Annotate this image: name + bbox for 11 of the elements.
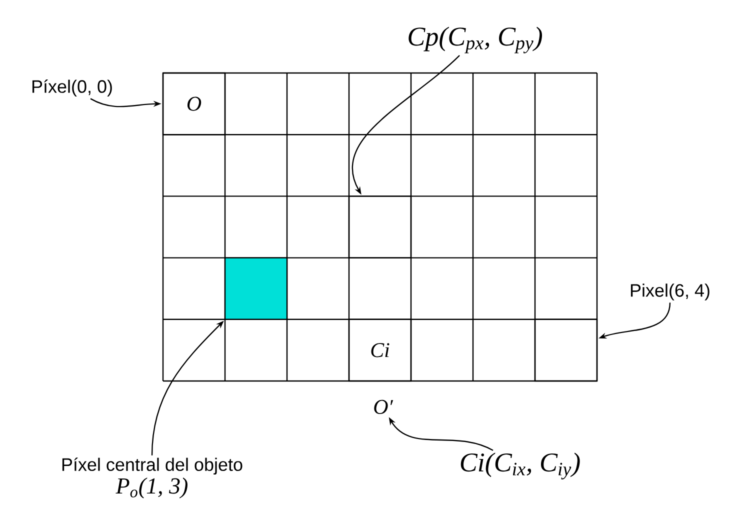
grid-cell <box>348 196 412 258</box>
grid-cell <box>534 318 598 382</box>
grid-cell <box>224 257 288 320</box>
grid-cell: O <box>162 72 226 136</box>
pixel-label: Pixel(6, 4) <box>630 284 710 300</box>
point-label: Ci(C$_{ix}$, C$_{iy}$) <box>460 452 580 480</box>
point-label: Cp(C$_{px}$, C$_{py}$) <box>408 26 542 54</box>
origin-label: O′ <box>374 400 394 414</box>
grid-cell: Ci <box>348 318 412 382</box>
object-label: Píxel central del objeto P$_{o}$(1, 3) <box>62 458 242 498</box>
pixel-label: Píxel(0, 0) <box>32 80 112 96</box>
